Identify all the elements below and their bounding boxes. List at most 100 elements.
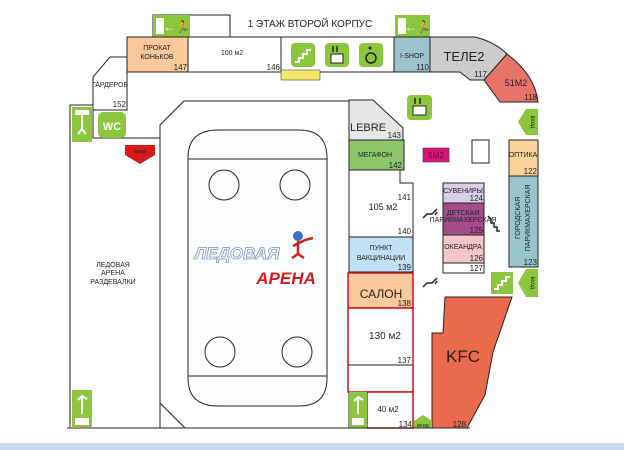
store-kfc[interactable]: KFC 128 (431, 296, 513, 429)
svg-text:117: 117 (474, 70, 487, 79)
escalator-icon (422, 277, 438, 288)
store-kids-hair[interactable]: ДЕТСКАЯ ПАРИКМАХЕРСКАЯ 125 (430, 202, 497, 236)
svg-text:МЕГАФОН: МЕГАФОН (358, 152, 392, 159)
svg-text:127: 127 (470, 264, 484, 273)
svg-text:СУВЕНИРЫ: СУВЕНИРЫ (443, 188, 483, 195)
store-tele2[interactable]: ТЕЛЕ2 117 (429, 36, 508, 81)
store-134[interactable]: 40 м2 134 (366, 391, 414, 429)
svg-text:ПУНКТ: ПУНКТ (370, 245, 394, 252)
exit-sign-icon: ←🏃 (395, 15, 431, 37)
store-vaccination[interactable]: ПУНКТ ВАКЦИНАЦИИ 139 (348, 236, 414, 273)
svg-text:ГОРОДСКАЯ: ГОРОДСКАЯ (515, 197, 522, 239)
svg-text:134: 134 (399, 420, 413, 429)
store-optika[interactable]: ОПТИКА 122 (508, 139, 539, 177)
store-146[interactable]: 100 м2 146 (187, 36, 282, 73)
svg-text:140: 140 (398, 227, 412, 236)
store-ishop[interactable]: I-SHOP 110 (393, 36, 431, 73)
svg-text:вход: вход (529, 277, 535, 290)
svg-text:141: 141 (398, 193, 412, 202)
svg-text:40 м2: 40 м2 (377, 405, 399, 414)
svg-text:LEBRE: LEBRE (350, 122, 386, 134)
svg-text:126: 126 (470, 254, 484, 263)
svg-text:ПРОКАТ: ПРОКАТ (143, 45, 171, 52)
svg-text:ОПТИКА: ОПТИКА (509, 152, 538, 159)
store-gorod-hair[interactable]: ГОРОДСКАЯ ПАРИКМАХЕРСКАЯ 123 (508, 175, 539, 268)
entrance-right-bottom[interactable]: вход (518, 269, 538, 297)
entrance-left[interactable]: вход (125, 145, 155, 164)
svg-text:WC: WC (103, 121, 121, 133)
store-megafon[interactable]: МЕГАФОН 142 (348, 139, 405, 171)
elevator-icon (325, 43, 349, 67)
svg-text:←🏃: ←🏃 (164, 20, 191, 34)
store-5m2[interactable]: 5М2 (422, 147, 450, 163)
entrance-right-top[interactable]: вход (518, 109, 538, 135)
svg-text:128: 128 (453, 420, 467, 429)
svg-text:123: 123 (524, 258, 538, 267)
entrance-bottom[interactable]: вход (414, 415, 432, 429)
svg-text:ЛЕДОВАЯ: ЛЕДОВАЯ (96, 262, 130, 269)
emergency-exit-icon (349, 392, 367, 428)
svg-text:←🏃: ←🏃 (405, 20, 432, 34)
svg-text:ГАРДЕРОБ: ГАРДЕРОБ (92, 82, 129, 89)
svg-text:130 м2: 130 м2 (369, 331, 401, 342)
svg-text:5М2: 5М2 (428, 151, 444, 160)
svg-text:147: 147 (174, 63, 188, 72)
floor-title: 1 ЭТАЖ ВТОРОЙ КОРПУС (248, 17, 373, 30)
store-garderob[interactable]: ГАРДЕРОБ 152 (92, 56, 129, 111)
svg-text:АРЕНА: АРЕНА (255, 269, 316, 288)
store-okeandra[interactable]: ОКЕАНДРА 126 (442, 234, 485, 264)
svg-text:100 м2: 100 м2 (221, 50, 243, 57)
svg-text:124: 124 (470, 194, 484, 203)
store-prokat[interactable]: ПРОКАТ КОНЬКОВ 147 (126, 36, 189, 73)
svg-text:АРЕНА: АРЕНА (101, 270, 125, 277)
svg-text:KFC: KFC (446, 347, 480, 366)
stairs-icon (291, 43, 315, 67)
svg-text:РАЗДЕВАЛКИ: РАЗДЕВАЛКИ (90, 279, 135, 286)
svg-text:I-SHOP: I-SHOP (400, 53, 424, 60)
store-137[interactable]: 130 м2 137 (347, 307, 414, 393)
arena-logo: ЛЕДОВАЯ АРЕНА (192, 231, 316, 288)
store-127[interactable]: 127 (442, 262, 485, 274)
store-lebre[interactable]: LEBRE 143 (348, 99, 404, 141)
svg-text:вход: вход (417, 423, 430, 429)
svg-text:САЛОН: САЛОН (360, 287, 403, 301)
kiosk (471, 139, 490, 164)
svg-text:вход: вход (134, 149, 147, 155)
svg-text:КОНЬКОВ: КОНЬКОВ (140, 54, 174, 61)
svg-text:105 м2: 105 м2 (369, 202, 398, 212)
store-suveniry[interactable]: СУВЕНИРЫ 124 (442, 182, 485, 204)
stairs-icon (491, 272, 513, 294)
svg-text:125: 125 (470, 226, 484, 235)
elevator-icon (407, 95, 432, 120)
svg-text:137: 137 (398, 356, 412, 365)
store-118[interactable]: 51М2 118 (483, 53, 539, 103)
svg-text:ПАРИКМАХЕРСКАЯ: ПАРИКМАХЕРСКАЯ (430, 217, 497, 224)
svg-text:122: 122 (524, 167, 538, 176)
svg-text:ЛЕДОВАЯ: ЛЕДОВАЯ (193, 244, 280, 263)
svg-text:143: 143 (388, 131, 402, 140)
yellow-marker (280, 69, 321, 81)
svg-text:146: 146 (267, 63, 281, 72)
svg-text:51М2: 51М2 (505, 78, 528, 88)
svg-text:ДЕТСКАЯ: ДЕТСКАЯ (447, 210, 480, 217)
svg-text:вход: вход (529, 116, 535, 129)
escalator-icon (422, 208, 438, 219)
svg-text:139: 139 (398, 263, 412, 272)
stairs-icon (487, 215, 500, 232)
svg-text:118: 118 (524, 93, 537, 102)
svg-text:ВАКЦИНАЦИИ: ВАКЦИНАЦИИ (357, 255, 405, 262)
svg-text:110: 110 (416, 63, 429, 72)
emergency-exit-icon (72, 107, 92, 142)
ice-arena[interactable] (159, 100, 350, 429)
svg-text:142: 142 (389, 161, 403, 170)
svg-text:ТЕЛЕ2: ТЕЛЕ2 (443, 49, 484, 64)
svg-text:152: 152 (113, 100, 127, 109)
store-141[interactable]: 105 м2 141 140 (348, 169, 414, 238)
svg-text:ОКЕАНДРА: ОКЕАНДРА (444, 244, 482, 251)
exit-sign-icon: ←🏃 (153, 15, 190, 37)
wc-icon: WC (98, 112, 126, 138)
emergency-exit-icon (72, 390, 92, 427)
store-salon[interactable]: САЛОН 138 (347, 272, 414, 309)
svg-text:138: 138 (398, 299, 412, 308)
